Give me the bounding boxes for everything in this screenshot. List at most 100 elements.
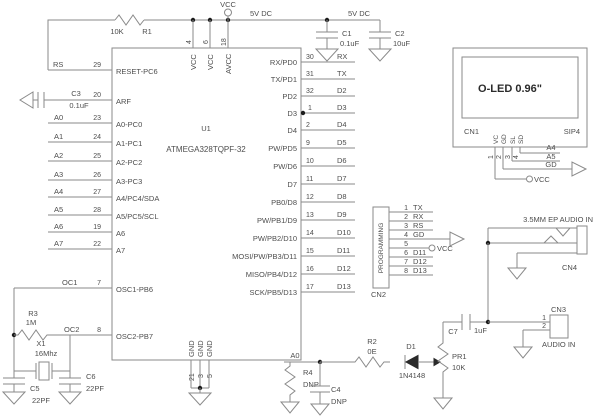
mcu-right-1-label: TX/PD1 xyxy=(271,75,297,84)
x1-crystal-symbol xyxy=(38,361,50,381)
oled-ref-label: CN1 xyxy=(464,127,479,136)
mcu-right-5-num: 9 xyxy=(306,140,310,147)
mcu-left-8-num: 19 xyxy=(93,224,101,231)
mcu-right-6-net: D6 xyxy=(337,156,347,165)
r2-value-label: 0E xyxy=(367,347,376,356)
oled-pin-num-1: 2 xyxy=(496,155,503,159)
mcu-ref-label: U1 xyxy=(201,124,211,133)
mcu-left-10-net: OC1 xyxy=(62,278,77,287)
mcu-right-4-label: D4 xyxy=(287,126,297,135)
r4-resistor-symbol xyxy=(284,362,296,402)
cn2-title: PROGRAMMING xyxy=(378,223,385,274)
mcu-right-12-label: MISO/PB4/D12 xyxy=(246,270,297,279)
pr1-value-label: 10K xyxy=(452,363,465,372)
mcu-part-label: ATMEGA328TQPF-32 xyxy=(166,145,246,154)
mcu-left-6-net: A4 xyxy=(54,187,63,196)
cn2-vcc-label: VCC xyxy=(437,244,453,253)
mcu-left-9-label: A7 xyxy=(116,246,125,255)
cn2-programming-header: PROGRAMMING CN2 1 TX 2 RX 3 RS 4 GD 5 VC… xyxy=(371,203,466,299)
c4-value-label: DNP xyxy=(331,397,347,406)
oled-pin-num-0: 1 xyxy=(488,155,495,159)
mcu-right-12-num: 16 xyxy=(306,266,314,273)
c2-ground-icon xyxy=(367,48,393,62)
cn2-ref-label: CN2 xyxy=(371,290,386,299)
mcu-right-4-num: 2 xyxy=(306,122,310,129)
oscillator: R3 1M X1 16Mhz C5 22PF C6 22PF xyxy=(1,288,104,405)
mcu-right-10-net: D10 xyxy=(337,228,351,237)
mcu-left-2-net: A0 xyxy=(54,113,63,122)
cn2-ground-icon xyxy=(449,231,466,247)
mcu-left-8-net: A6 xyxy=(54,222,63,231)
r3-value-label: 1M xyxy=(26,318,36,327)
mcu-left-3-label: A1-PC1 xyxy=(116,139,142,148)
mcu-top-label-0: VCC xyxy=(189,54,198,70)
cn2-pin-5-label: D11 xyxy=(413,248,426,257)
c2-value-label: 10uF xyxy=(393,39,411,48)
mcu-left-6-num: 27 xyxy=(93,189,101,196)
mcu-left-3-num: 24 xyxy=(93,134,101,141)
mcu-right-13-num: 17 xyxy=(306,284,314,291)
c1-ground-icon xyxy=(314,48,340,62)
mcu-left-3-net: A1 xyxy=(54,132,63,141)
mcu-left-5-num: 26 xyxy=(93,172,101,179)
mcu-right-8-num: 12 xyxy=(306,194,314,201)
mcu-top-num-1: 6 xyxy=(203,40,210,44)
mcu-left-2-num: 23 xyxy=(93,115,101,122)
cn2-pin-6-num: 7 xyxy=(404,259,408,266)
c4-ground-icon xyxy=(309,403,331,416)
oled-pin-label-0: VC xyxy=(493,135,500,144)
mcu-right-0-label: RX/PD0 xyxy=(270,58,297,67)
mcu-bottom-label-0: GND xyxy=(187,340,196,357)
mcu-left-0-net: RS xyxy=(53,60,63,69)
mcu-left-1-num: 20 xyxy=(93,92,101,99)
c3-value-label: 0.1uF xyxy=(69,101,89,110)
mcu-right-3-num: 1 xyxy=(308,105,312,112)
cn4-title: 3.5MM EP AUDIO IN xyxy=(523,215,593,224)
mcu-left-0-label: RESET-PC6 xyxy=(116,67,158,76)
mcu-left-4-num: 25 xyxy=(93,153,101,160)
c6-ground-icon xyxy=(57,391,83,405)
mcu-right-6-label: PW/D6 xyxy=(273,162,297,171)
mcu-right-4-net: D4 xyxy=(337,120,347,129)
mcu-top-num-2: 18 xyxy=(221,38,228,46)
cn3-ground-icon xyxy=(512,346,534,359)
oled-net-gd-label: GD xyxy=(545,160,557,169)
cn2-vcc-terminal-icon xyxy=(428,244,436,252)
mcu-top-label-2: AVCC xyxy=(224,53,233,74)
mcu-left-11-label: OSC2-PB7 xyxy=(116,332,153,341)
mcu-right-10-num: 14 xyxy=(306,230,314,237)
r4-value-label: DNP xyxy=(303,380,319,389)
pr1-resistor-symbol xyxy=(437,322,449,398)
cn4-ground-icon xyxy=(506,267,528,280)
c1-capacitor: C1 0.1uF xyxy=(314,20,360,62)
x1-ref-label: X1 xyxy=(36,339,45,348)
cn3-ref-label: CN3 xyxy=(551,305,566,314)
power-rail: 10K R1 VCC 5V DC 5V DC xyxy=(47,0,380,70)
cn2-pin-0-label: TX xyxy=(413,203,423,212)
mcu-bottom-num-1: 3 xyxy=(198,374,205,378)
mcu-right-9-label: PW/PB1/D9 xyxy=(257,216,297,225)
cn4-tip-contact-icon xyxy=(555,227,571,237)
r2-ref-label: R2 xyxy=(367,337,377,346)
cn3-label: AUDIO IN xyxy=(542,340,575,349)
r3-resistor-symbol xyxy=(14,329,50,341)
mcu-left-11-net: OC2 xyxy=(64,325,79,334)
c2-capacitor: C2 10uF xyxy=(367,20,411,62)
c2-ref-label: C2 xyxy=(395,29,405,38)
mcu-left-0-num: 29 xyxy=(93,62,101,69)
mcu-top-num-0: 4 xyxy=(186,40,193,44)
mcu: U1 ATMEGA328TQPF-32 4 6 18 VCC VCC AVCC … xyxy=(111,38,302,406)
reset-pullup-wire xyxy=(47,19,115,70)
pr1-wiper-arrow-icon xyxy=(433,357,441,367)
cn3-body xyxy=(549,314,569,339)
cn2-pin-0-num: 1 xyxy=(404,205,408,212)
analog-input-network: A0 R4 DNP C4 DNP R2 0E D1 1N4148 PR1 10K xyxy=(279,314,491,416)
mcu-left-2-label: A0-PC0 xyxy=(116,120,142,129)
c5-ref-label: C5 xyxy=(30,384,40,393)
x1-value-label: 16Mhz xyxy=(35,349,58,358)
r1-ref-label: R1 xyxy=(142,27,152,36)
mcu-right-3-net: D3 xyxy=(337,103,347,112)
vcc-terminal-icon xyxy=(224,8,232,17)
oled-screen-box xyxy=(461,56,579,119)
